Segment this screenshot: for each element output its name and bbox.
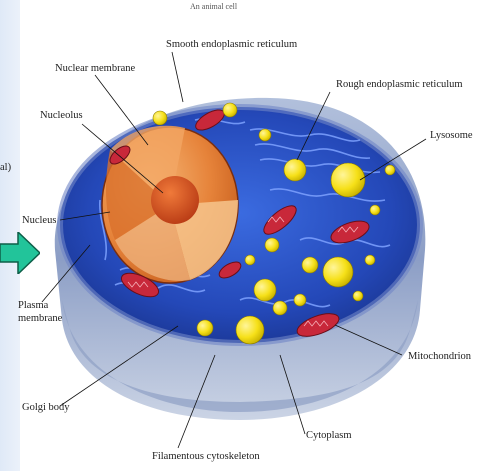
label-mitochondrion: Mitochondrion bbox=[408, 351, 471, 363]
label-golgi-body: Golgi body bbox=[22, 402, 70, 414]
side-text-fragment: al) bbox=[0, 162, 11, 174]
label-smooth-er: Smooth endoplasmic reticulum bbox=[166, 39, 297, 51]
label-nuclear-membrane: Nuclear membrane bbox=[55, 63, 135, 75]
label-rough-er: Rough endoplasmic reticulum bbox=[336, 79, 463, 91]
label-plasma-membrane-line1: Plasma bbox=[18, 300, 48, 312]
nucleolus-body bbox=[151, 176, 199, 224]
label-cytoplasm: Cytoplasm bbox=[306, 430, 352, 442]
label-lysosome: Lysosome bbox=[430, 130, 473, 142]
label-nucleolus: Nucleolus bbox=[40, 110, 83, 122]
label-filamentous-cytoskeleton: Filamentous cytoskeleton bbox=[152, 451, 260, 463]
label-plasma-membrane-line2: membrane bbox=[18, 313, 62, 325]
page-title-fragment: An animal cell bbox=[190, 1, 237, 13]
label-nucleus: Nucleus bbox=[22, 215, 56, 227]
